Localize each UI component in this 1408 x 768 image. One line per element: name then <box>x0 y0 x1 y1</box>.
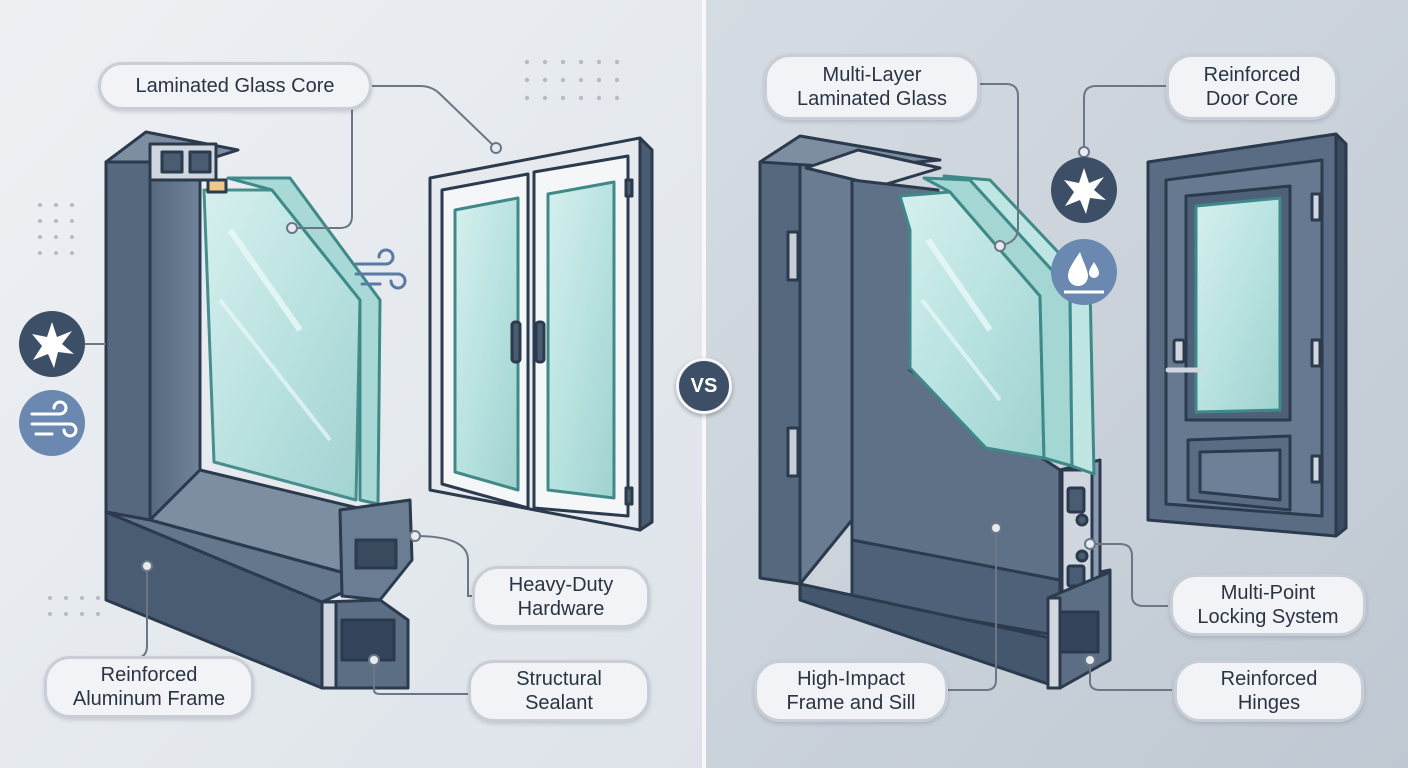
label-reinforced-aluminum-frame: Reinforced Aluminum Frame <box>44 656 254 718</box>
label-line: Door Core <box>1205 88 1299 110</box>
laminated-glass-pane <box>202 176 382 506</box>
label-line: Sealant <box>525 692 593 714</box>
label-line: Structural <box>516 668 602 690</box>
label-line: Multi-Point <box>1220 582 1316 604</box>
label-reinforced-hinges: Reinforced Hinges <box>1174 660 1364 722</box>
label-line: Laminated Glass Core <box>135 75 335 97</box>
leader-endpoints <box>141 142 1096 666</box>
label-multi-point-locking-system: Multi-Point Locking System <box>1170 574 1366 636</box>
label-line: Laminated Glass <box>796 88 948 110</box>
impact-icon <box>1051 157 1117 223</box>
label-line: Locking System <box>1197 606 1339 628</box>
label-structural-sealant: Structural Sealant <box>468 660 650 722</box>
label-line: Heavy-Duty <box>508 574 614 596</box>
label-heavy-duty-hardware: Heavy-Duty Hardware <box>472 566 650 628</box>
label-reinforced-door-core: Reinforced Door Core <box>1166 54 1338 120</box>
door-illustration <box>1146 132 1348 538</box>
wind-icon <box>354 248 407 290</box>
label-line: Hinges <box>1237 692 1301 714</box>
label-line: Hardware <box>517 598 605 620</box>
leader-lines <box>85 83 1172 695</box>
label-line: Reinforced <box>1220 668 1318 690</box>
decorative-dot-grid <box>38 59 620 616</box>
water-drop-icon <box>1051 239 1117 305</box>
label-laminated-glass-core: Laminated Glass Core <box>98 62 372 110</box>
label-line: Reinforced <box>1203 64 1301 86</box>
label-line: Frame and Sill <box>786 692 916 714</box>
label-line: Reinforced <box>100 664 198 686</box>
label-line: High-Impact <box>797 668 905 690</box>
label-high-impact-frame-and-sill: High-Impact Frame and Sill <box>754 660 948 722</box>
vs-badge: VS <box>676 358 732 414</box>
label-multi-layer-laminated-glass: Multi-Layer Laminated Glass <box>764 54 980 120</box>
multi-layer-glass-pane <box>898 174 1096 476</box>
label-line: Multi-Layer <box>822 64 922 86</box>
wind-icon <box>19 390 85 456</box>
impact-icon <box>19 311 85 377</box>
double-window-illustration <box>428 136 654 532</box>
label-line: Aluminum Frame <box>72 688 226 710</box>
